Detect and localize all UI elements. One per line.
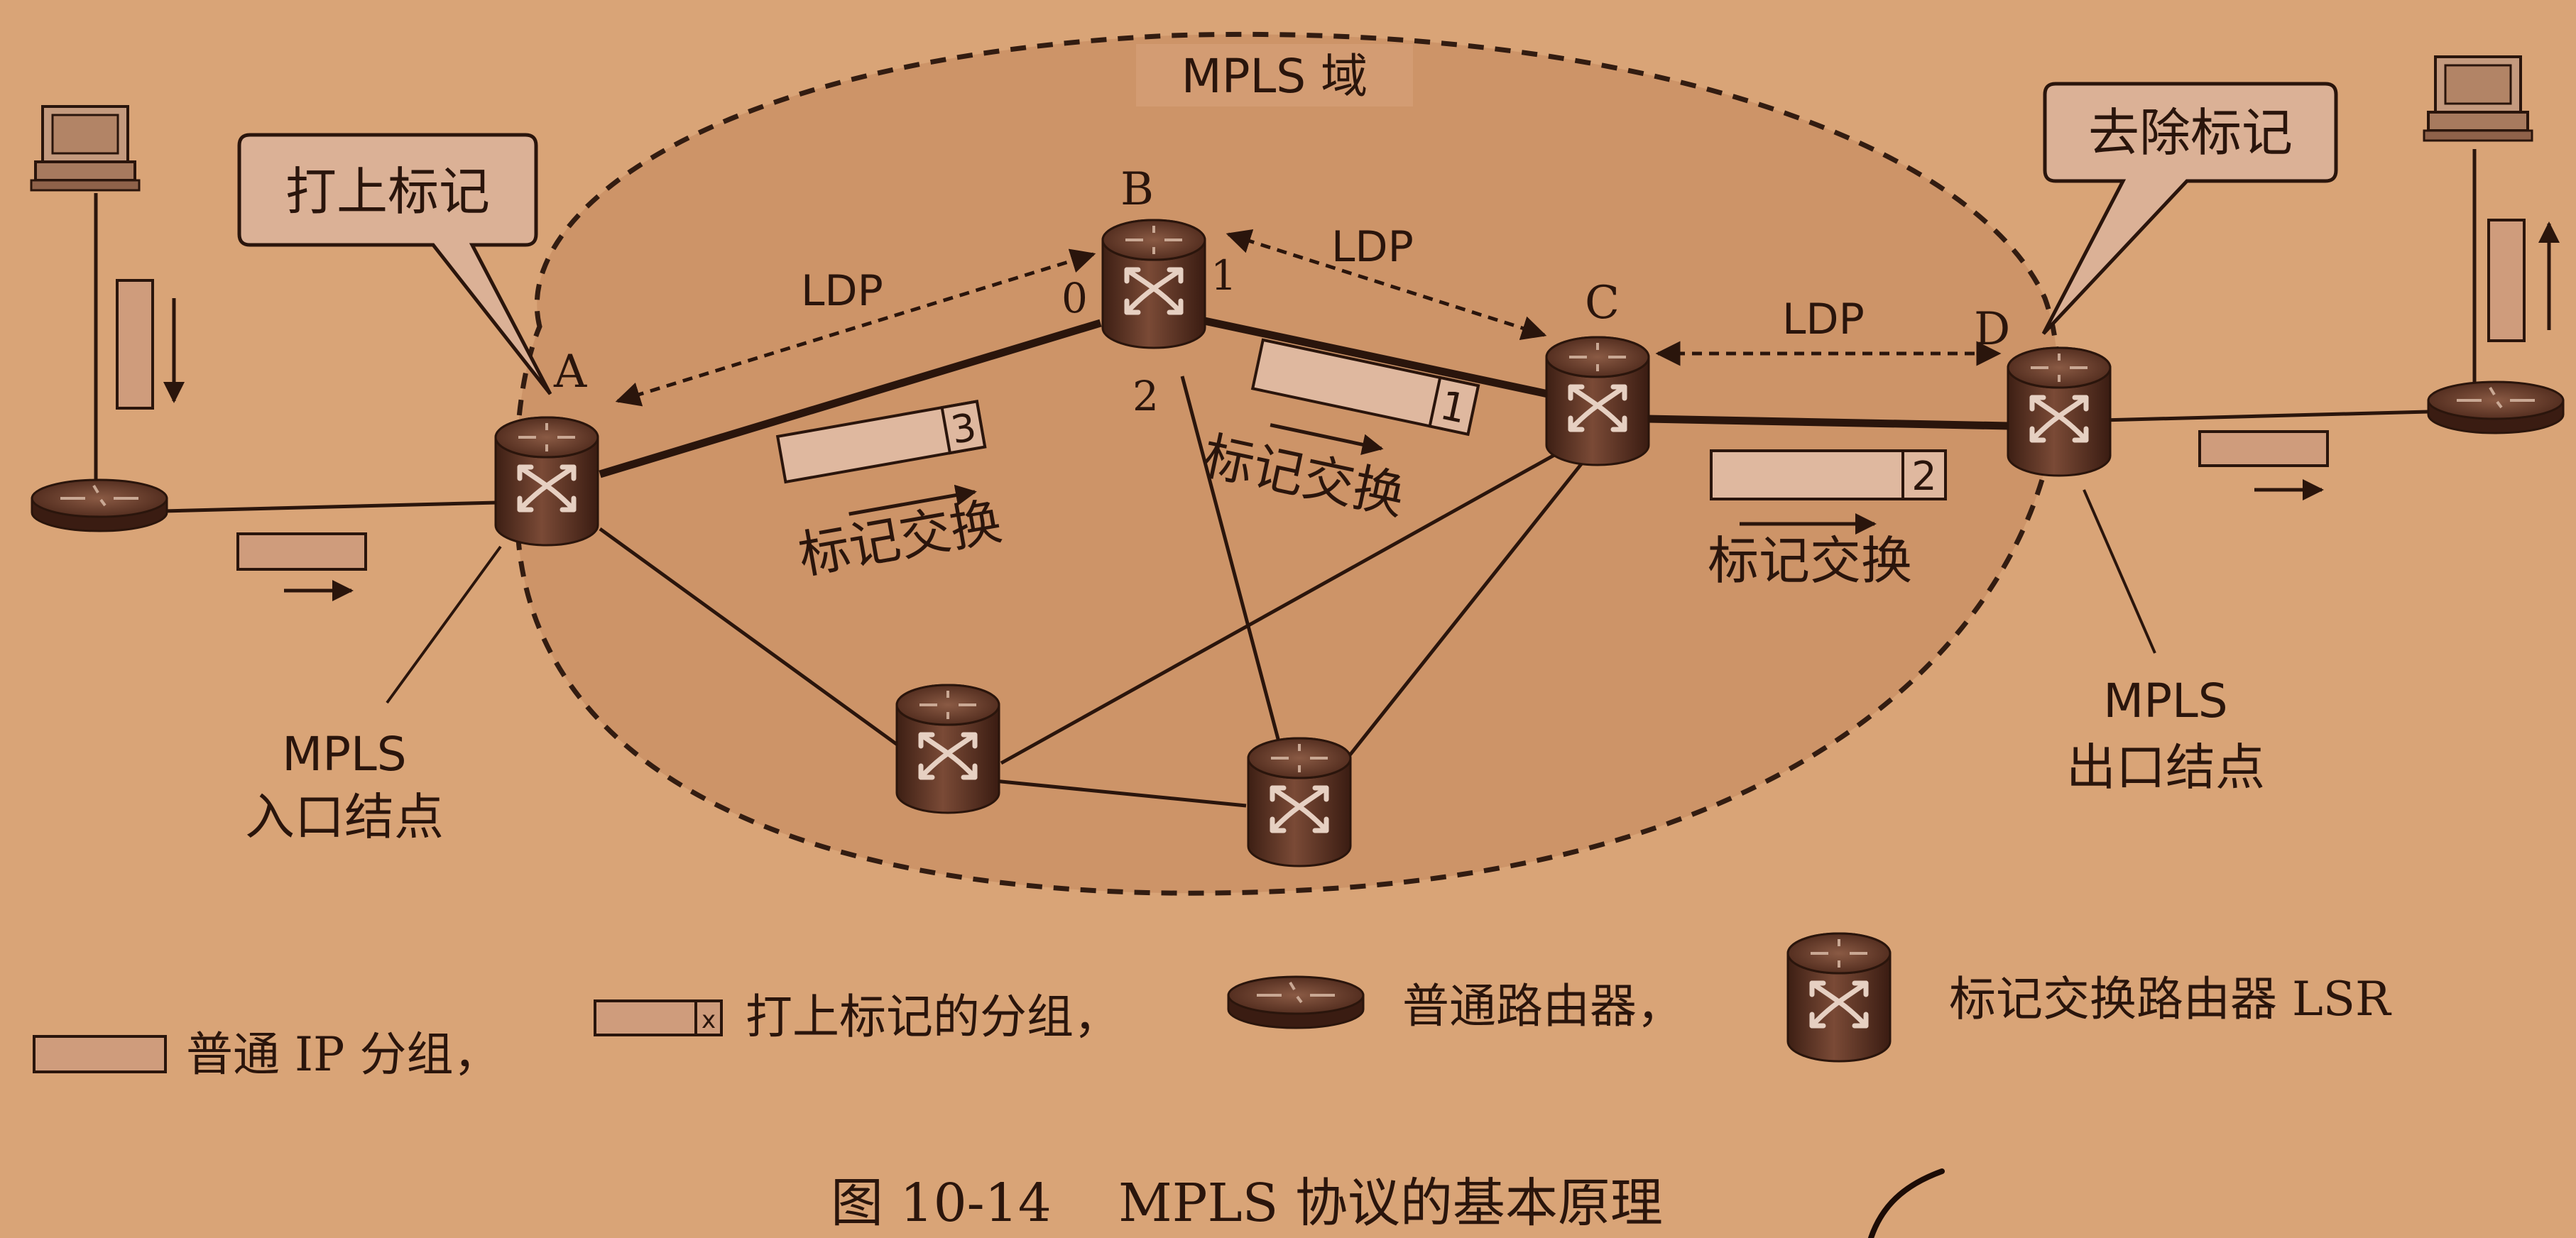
legend-lsr-icon — [1788, 933, 1890, 1061]
link-d-right-router — [2101, 410, 2429, 422]
legend-lsr-label: 标记交换路由器 LSR — [1949, 972, 2392, 1026]
link-c-lsr-right — [1348, 460, 1585, 757]
lsr-lower-left-icon — [897, 685, 999, 813]
host-left-icon — [30, 105, 141, 192]
ldp-arrows — [615, 229, 2002, 407]
figure-caption: 图 10-14 MPLS 协议的基本原理 — [831, 1173, 1663, 1234]
router-left-icon — [31, 478, 168, 532]
packet-b-c: 1 — [1250, 338, 1480, 455]
link-c-d — [1647, 415, 2010, 430]
link-a-lsr-left — [599, 527, 900, 747]
link-lsr-left-lsr-right — [993, 779, 1247, 808]
domain-label: MPLS 域 — [1181, 49, 1368, 104]
legend-tagged-packet-tag — [694, 999, 723, 1036]
swap-text-c-d: 标记交换 — [1708, 531, 1912, 591]
link-c-lsr-left — [1000, 449, 1563, 765]
legend-ip-packet-swatch — [33, 1035, 167, 1073]
node-label-b: B — [1120, 163, 1154, 216]
egress-label-line2: 出口结点 — [2066, 738, 2265, 796]
lsr-d-icon — [2008, 348, 2110, 476]
callout-ingress: 打上标记 — [237, 133, 552, 395]
callout-egress: 去除标记 — [2041, 82, 2338, 335]
legend-tagged-packet-mark: x — [702, 1006, 716, 1034]
legend-tagged-packet-label: 打上标记的分组， — [746, 990, 1120, 1044]
legend-router-label: 普通路由器， — [1402, 979, 1683, 1034]
callout-ingress-text: 打上标记 — [285, 162, 490, 221]
egress-pointer — [2083, 489, 2156, 654]
domain-label-bg — [1136, 44, 1413, 106]
node-label-d: D — [1974, 303, 2010, 356]
lsr-a-icon — [496, 417, 598, 545]
legend-router-icon — [1227, 975, 1365, 1029]
packet-c-d-label: 2 — [1911, 454, 1937, 500]
ip-packet-left — [236, 532, 367, 601]
ldp-label-b-c: LDP — [1331, 222, 1414, 272]
ingress-pointer — [386, 545, 502, 704]
egress-label-line1: MPLS — [2103, 674, 2227, 728]
host-right-icon — [2423, 55, 2533, 142]
link-left-router-a — [163, 500, 498, 513]
node-label-a: A — [553, 346, 587, 398]
packet-c-d: 2 — [1710, 449, 1947, 535]
ldp-label-a-b: LDP — [801, 266, 883, 316]
ingress-label-line1: MPLS — [282, 727, 406, 782]
callout-egress-text: 去除标记 — [2088, 103, 2293, 163]
port-label-b1: 1 — [1211, 251, 1237, 300]
ldp-arrow-b-c — [1226, 229, 1547, 341]
pen-mark — [1868, 1168, 1945, 1238]
lsr-lower-right-icon — [1248, 738, 1350, 866]
packet-a-b: 3 — [775, 400, 987, 516]
ip-packet-right — [2198, 430, 2329, 500]
ingress-label-line2: 入口结点 — [245, 788, 444, 846]
right-host-packet — [2487, 219, 2560, 342]
left-host-packet — [116, 279, 185, 410]
lsr-b-icon — [1103, 220, 1205, 348]
lsr-c-icon — [1546, 337, 1649, 465]
legend: 普通 IP 分组， x 打上标记的分组， 普通路由器， 标记交换路由器 LSR — [33, 933, 2392, 1082]
port-label-b0: 0 — [1061, 274, 1088, 322]
router-right-icon — [2427, 380, 2565, 434]
node-label-c: C — [1585, 277, 1620, 329]
link-b-lsr-right — [1180, 376, 1284, 753]
port-label-b2: 2 — [1133, 372, 1159, 420]
ldp-label-c-d: LDP — [1782, 295, 1865, 344]
ldp-arrow-a-b — [615, 248, 1096, 407]
legend-ip-packet-label: 普通 IP 分组， — [186, 1027, 500, 1082]
